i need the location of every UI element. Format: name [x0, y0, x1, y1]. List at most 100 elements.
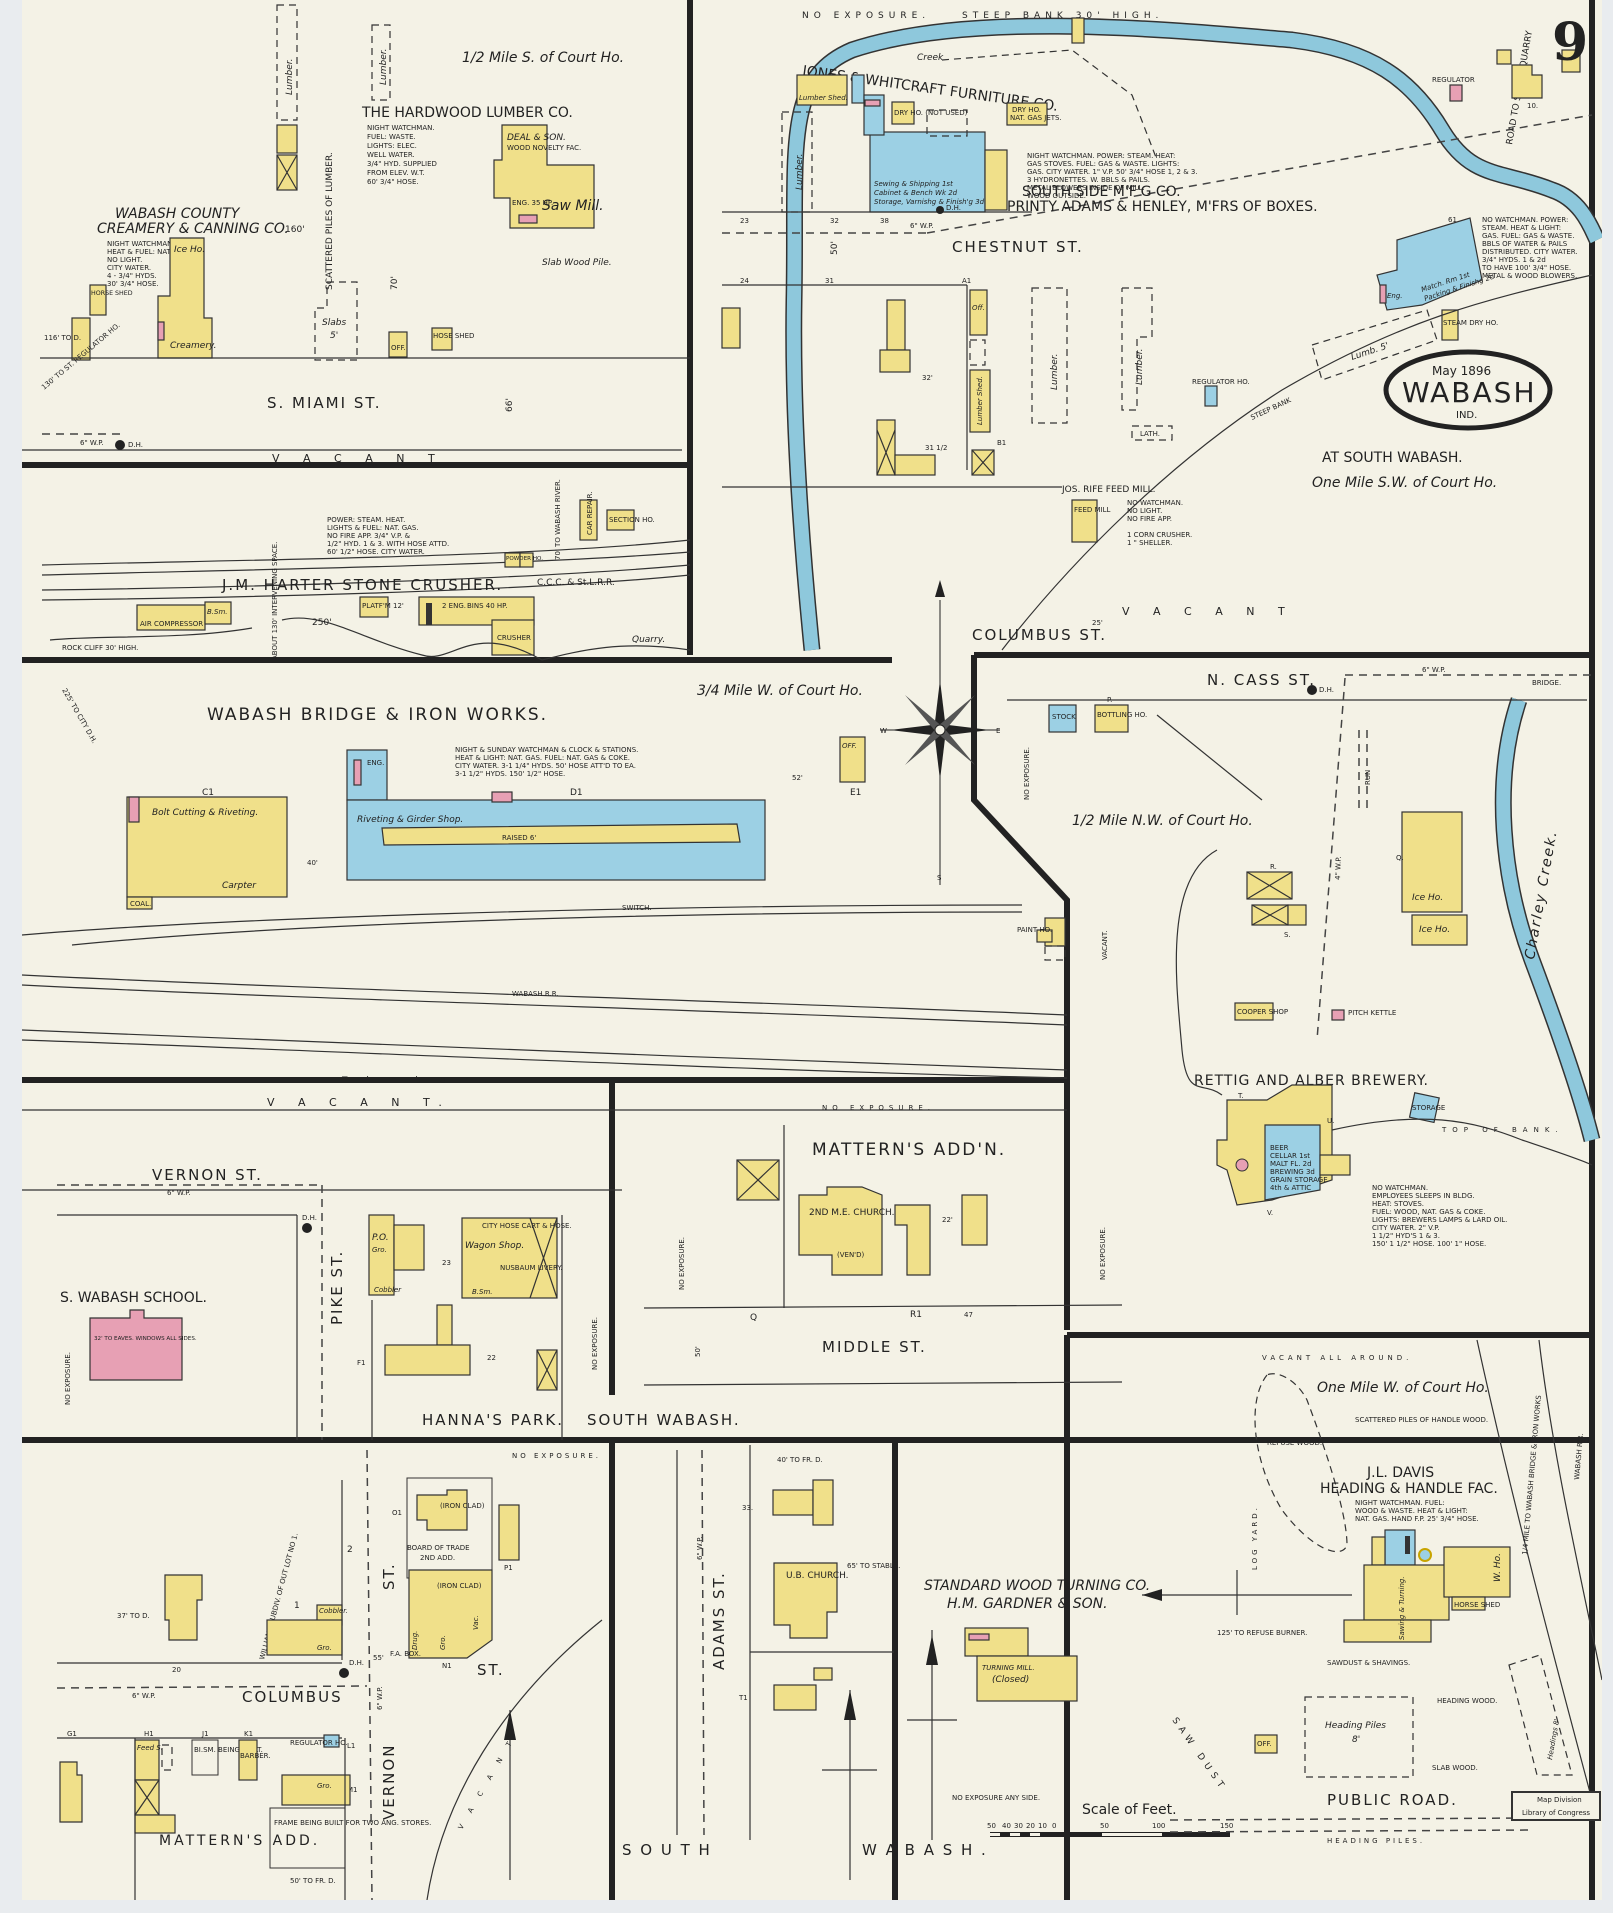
- svg-text:FEED MILL: FEED MILL: [1074, 506, 1110, 514]
- svg-text:NO LIGHT.: NO LIGHT.: [107, 256, 142, 264]
- svg-text:W A B A S H .: W A B A S H .: [862, 1841, 988, 1859]
- svg-text:Gro.: Gro.: [439, 1635, 447, 1650]
- svg-text:1/2 Mile N.W. of Court Ho.: 1/2 Mile N.W. of Court Ho.: [1072, 813, 1253, 829]
- svg-text:Gro.: Gro.: [317, 1782, 332, 1790]
- svg-text:6" W.P.: 6" W.P.: [80, 439, 104, 447]
- svg-text:Heading Piles: Heading Piles: [1325, 1721, 1386, 1731]
- svg-text:REGULATOR HO.: REGULATOR HO.: [290, 1739, 348, 1747]
- svg-text:6" W.P.: 6" W.P.: [167, 1189, 191, 1197]
- svg-text:47: 47: [964, 1311, 973, 1319]
- svg-text:D.H.: D.H.: [1319, 686, 1334, 694]
- svg-text:32' TO EAVES. WINDOWS ALL SIDE: 32' TO EAVES. WINDOWS ALL SIDES.: [94, 1336, 197, 1342]
- svg-text:Lumber.: Lumber.: [379, 49, 389, 85]
- svg-text:COLUMBUS: COLUMBUS: [242, 1688, 343, 1706]
- svg-text:PAINT HO.: PAINT HO.: [1017, 926, 1052, 934]
- svg-text:1: 1: [294, 1601, 300, 1611]
- svg-text:VACANT.: VACANT.: [1101, 930, 1109, 960]
- svg-text:Map Division: Map Division: [1537, 1796, 1582, 1804]
- svg-text:BI.SM. BEING BUILT.: BI.SM. BEING BUILT.: [194, 1746, 263, 1754]
- svg-text:R.: R.: [1270, 863, 1277, 871]
- sanborn-map-sheet: 1/2 Mile S. of Court Ho. THE HARDWOOD LU…: [22, 0, 1602, 1900]
- svg-text:33.: 33.: [742, 1504, 753, 1512]
- svg-text:25': 25': [1092, 619, 1103, 627]
- svg-text:6" W.P.: 6" W.P.: [376, 1686, 384, 1710]
- svg-text:0: 0: [1052, 1822, 1056, 1830]
- svg-text:1/4 MILE TO WABASH BRIDGE & IR: 1/4 MILE TO WABASH BRIDGE & IRON WORKS: [1521, 1394, 1543, 1555]
- svg-text:VERNON ST.: VERNON ST.: [152, 1166, 263, 1184]
- svg-text:WABASH COUNTY: WABASH COUNTY: [115, 206, 241, 222]
- svg-text:(IRON CLAD): (IRON CLAD): [437, 1582, 482, 1590]
- svg-text:60' 3/4" HOSE.: 60' 3/4" HOSE.: [367, 178, 419, 186]
- svg-text:BBLS OF WATER & PAILS: BBLS OF WATER & PAILS: [1482, 240, 1568, 248]
- svg-text:FUEL: WOOD, NAT. GAS & COKE.: FUEL: WOOD, NAT. GAS & COKE.: [1372, 1208, 1485, 1216]
- svg-text:H1: H1: [144, 1730, 154, 1738]
- svg-text:Charley Creek.: Charley Creek.: [1522, 828, 1561, 960]
- svg-text:NO WATCHMAN.: NO WATCHMAN.: [1372, 1184, 1428, 1192]
- svg-text:FROM ELEV. W.T.: FROM ELEV. W.T.: [367, 169, 425, 177]
- svg-text:32': 32': [922, 374, 933, 382]
- svg-text:ABOUT 130' INTERVENING SPACE.: ABOUT 130' INTERVENING SPACE.: [271, 542, 279, 660]
- svg-text:JOS. RIFE FEED MILL.: JOS. RIFE FEED MILL.: [1061, 485, 1155, 495]
- svg-text:CRUSHER: CRUSHER: [497, 634, 531, 642]
- svg-text:1 " SHELLER.: 1 " SHELLER.: [1127, 539, 1172, 547]
- svg-text:WABASH: WABASH: [1402, 376, 1537, 409]
- svg-text:POWDER HO.: POWDER HO.: [506, 556, 543, 562]
- svg-text:P.: P.: [1107, 696, 1112, 704]
- svg-text:CITY WATER. 3-1 1/4" HYDS. 50': CITY WATER. 3-1 1/4" HYDS. 50' HOSE ATT'…: [455, 762, 636, 770]
- svg-text:22: 22: [487, 1354, 496, 1362]
- svg-text:V A C A N T: V A C A N T: [1122, 605, 1295, 618]
- svg-text:3/4 Mile W. of Court Ho.: 3/4 Mile W. of Court Ho.: [697, 683, 863, 699]
- svg-text:S: S: [937, 874, 942, 882]
- svg-text:6" W.P.: 6" W.P.: [696, 1536, 704, 1560]
- svg-text:24: 24: [740, 277, 749, 285]
- svg-text:70' TO WABASH RIVER.: 70' TO WABASH RIVER.: [554, 479, 562, 560]
- svg-text:May 1896: May 1896: [1432, 364, 1491, 378]
- svg-text:50': 50': [694, 1346, 702, 1357]
- svg-text:30: 30: [1014, 1822, 1023, 1830]
- svg-text:CAR REPAIR.: CAR REPAIR.: [586, 491, 594, 535]
- hardwood-lumber-section: 1/2 Mile S. of Court Ho. THE HARDWOOD LU…: [276, 4, 624, 361]
- svg-text:HEAT & FUEL: NAT. GAS.: HEAT & FUEL: NAT. GAS.: [107, 248, 191, 256]
- svg-text:U.: U.: [1327, 1117, 1334, 1125]
- svg-text:1 1/2" HYD'S 1 & 3.: 1 1/2" HYD'S 1 & 3.: [1372, 1232, 1440, 1240]
- svg-text:(Closed): (Closed): [992, 1675, 1029, 1685]
- svg-text:NO FIRE APP. 3/4" V.P. &: NO FIRE APP. 3/4" V.P. &: [327, 532, 411, 540]
- svg-text:T1: T1: [738, 1694, 748, 1702]
- svg-text:Lumber Shed.: Lumber Shed.: [799, 94, 848, 102]
- svg-text:ADAMS ST.: ADAMS ST.: [710, 1571, 728, 1670]
- svg-text:50' TO FR. D.: 50' TO FR. D.: [290, 1877, 336, 1885]
- svg-text:V A C A N T: V A C A N T: [272, 452, 445, 465]
- svg-text:Slabs: Slabs: [322, 318, 346, 328]
- svg-text:D.H.: D.H.: [946, 204, 961, 212]
- svg-text:EMPLOYEES SLEEPS IN BLDG.: EMPLOYEES SLEEPS IN BLDG.: [1372, 1192, 1475, 1200]
- svg-text:AT SOUTH WABASH.: AT SOUTH WABASH.: [1322, 450, 1463, 466]
- adams-street-block: ADAMS ST. 6" W.P. 40' TO FR. D. 33. U.B.…: [676, 1445, 900, 1880]
- svg-text:HORSE SHED: HORSE SHED: [91, 290, 133, 297]
- svg-text:ST.: ST.: [380, 1562, 398, 1590]
- scale-of-feet: Scale of Feet. 50 40 30 20 10 0 50 100 1…: [987, 1802, 1233, 1837]
- svg-text:PIKE ST.: PIKE ST.: [328, 1250, 346, 1325]
- svg-text:CITY HOSE CART & HOSE.: CITY HOSE CART & HOSE.: [482, 1222, 572, 1230]
- svg-text:150' 1 1/2" HOSE. 100' 1" HOSE: 150' 1 1/2" HOSE. 100' 1" HOSE.: [1372, 1240, 1486, 1248]
- svg-text:PITCH KETTLE: PITCH KETTLE: [1348, 1009, 1396, 1017]
- svg-text:CREAMERY & CANNING CO.: CREAMERY & CANNING CO.: [97, 221, 289, 237]
- svg-text:Bolt Cutting & Riveting.: Bolt Cutting & Riveting.: [152, 808, 258, 818]
- svg-text:HEADING WOOD.: HEADING WOOD.: [1437, 1697, 1497, 1705]
- svg-text:BRIDGE.: BRIDGE.: [1532, 679, 1561, 687]
- svg-text:Drug.: Drug.: [411, 1631, 419, 1650]
- svg-text:50: 50: [987, 1822, 996, 1830]
- svg-text:METAL BLOWERS INSIDE OF MILL.: METAL BLOWERS INSIDE OF MILL.: [1027, 184, 1145, 192]
- svg-text:3 HYDRONETTES. W. BBLS & PAILS: 3 HYDRONETTES. W. BBLS & PAILS.: [1027, 176, 1150, 184]
- svg-text:5': 5': [330, 331, 338, 341]
- svg-text:22': 22': [942, 1216, 953, 1224]
- svg-text:Sawing & Turning.: Sawing & Turning.: [1398, 1576, 1406, 1640]
- svg-text:C1: C1: [202, 788, 214, 798]
- svg-text:NO EXPOSURE.: NO EXPOSURE.: [1023, 747, 1031, 800]
- svg-text:4th & ATTIC: 4th & ATTIC: [1270, 1184, 1311, 1192]
- s-miami-street: S. MIAMI ST. 66' 6" W.P. D.H. V A C A N …: [40, 357, 690, 465]
- svg-text:LIGHTS & FUEL: NAT. GAS.: LIGHTS & FUEL: NAT. GAS.: [327, 524, 419, 532]
- svg-text:Cobbler.: Cobbler.: [319, 1607, 348, 1615]
- svg-text:J.M. HARTER STONE CRUSHER.: J.M. HARTER STONE CRUSHER.: [221, 576, 503, 594]
- svg-text:S O U T H: S O U T H: [622, 1841, 712, 1859]
- svg-text:MATTERN'S ADD.: MATTERN'S ADD.: [159, 1833, 320, 1849]
